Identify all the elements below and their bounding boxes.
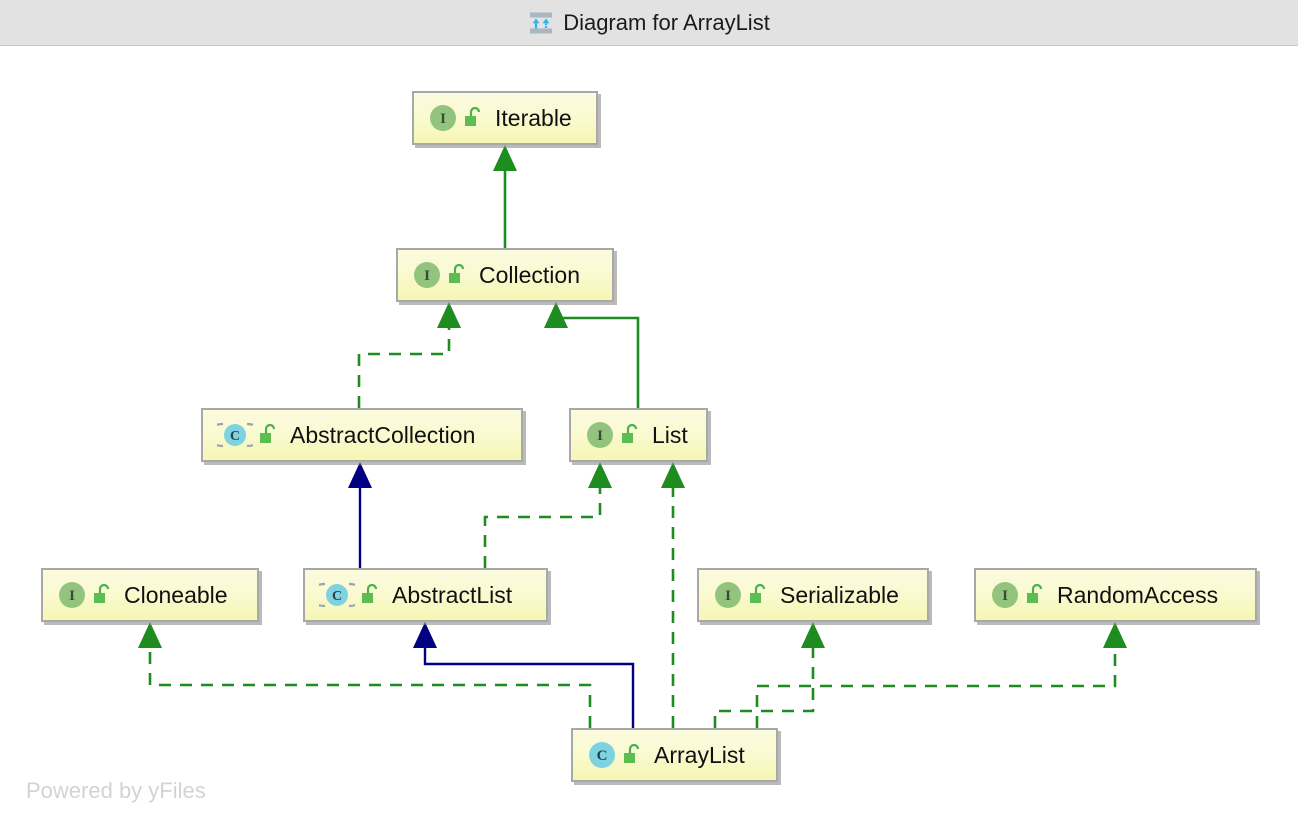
- public-lock-icon: [617, 744, 642, 766]
- public-lock-icon: [743, 584, 768, 606]
- node-cloneable[interactable]: I Cloneable: [41, 568, 259, 622]
- node-icon-group: I: [57, 580, 112, 610]
- uml-diagram-icon: [528, 10, 554, 36]
- edge-list-extends-collection: [544, 302, 640, 408]
- svg-text:I: I: [69, 588, 75, 604]
- public-lock-icon: [458, 107, 483, 129]
- node-arraylist[interactable]: C ArrayList: [571, 728, 778, 782]
- node-abstractlist[interactable]: C AbstractList: [303, 568, 548, 622]
- edge-layer: [138, 145, 1127, 728]
- edge-collection-extends-iterable: [493, 145, 517, 248]
- node-icon-group: I: [990, 580, 1045, 610]
- public-lock-icon: [615, 424, 640, 446]
- node-label: Collection: [479, 261, 580, 288]
- abstract-class-icon: C: [217, 420, 253, 450]
- edge-abstractlist-extends-abstractcollection: [348, 462, 372, 568]
- node-label: AbstractList: [392, 581, 513, 608]
- interface-icon: I: [585, 420, 615, 450]
- edge-abstractlist-implements-list: [483, 462, 612, 568]
- window-title-bar: Diagram for ArrayList: [0, 0, 1298, 46]
- edge-arraylist-implements-cloneable: [138, 622, 592, 728]
- node-serializable[interactable]: I Serializable: [697, 568, 929, 622]
- public-lock-icon: [355, 584, 380, 606]
- title-group: Diagram for ArrayList: [528, 10, 770, 36]
- public-lock-icon: [253, 424, 278, 446]
- yfiles-watermark: Powered by yFiles: [26, 778, 206, 803]
- edge-arraylist-extends-abstractlist: [413, 622, 635, 728]
- interface-icon: I: [990, 580, 1020, 610]
- node-label: RandomAccess: [1057, 581, 1219, 608]
- window-title: Diagram for ArrayList: [563, 9, 770, 35]
- edge-arraylist-implements-randomaccess: [755, 622, 1127, 728]
- edge-abstractcollection-implements-collection: [357, 302, 461, 408]
- diagram-canvas[interactable]: I Iterable I: [0, 46, 1298, 820]
- edge-arraylist-implements-list: [661, 462, 685, 728]
- svg-text:I: I: [725, 588, 731, 604]
- node-collection[interactable]: I Collection: [396, 248, 614, 302]
- svg-text:I: I: [424, 268, 430, 284]
- node-icon-group: I: [585, 420, 640, 450]
- svg-text:C: C: [332, 589, 342, 604]
- interface-icon: I: [57, 580, 87, 610]
- node-randomaccess[interactable]: I RandomAccess: [974, 568, 1257, 622]
- abstract-class-icon: C: [319, 580, 355, 610]
- svg-text:I: I: [597, 428, 603, 444]
- node-abstractcollection[interactable]: C AbstractCollection: [201, 408, 523, 462]
- node-icon-group: I: [412, 260, 467, 290]
- edge-arraylist-implements-serializable: [713, 622, 825, 728]
- node-icon-group: C: [217, 420, 278, 450]
- node-icon-group: C: [319, 580, 380, 610]
- node-label: AbstractCollection: [290, 421, 476, 448]
- public-lock-icon: [87, 584, 112, 606]
- public-lock-icon: [442, 264, 467, 286]
- node-icon-group: I: [428, 103, 483, 133]
- node-icon-group: C: [587, 740, 642, 770]
- node-label: Iterable: [495, 104, 572, 131]
- interface-icon: I: [713, 580, 743, 610]
- svg-text:C: C: [230, 429, 240, 444]
- node-label: Cloneable: [124, 581, 228, 608]
- node-label: Serializable: [780, 581, 899, 608]
- interface-icon: I: [412, 260, 442, 290]
- svg-text:I: I: [440, 111, 446, 127]
- class-icon: C: [587, 740, 617, 770]
- node-label: ArrayList: [654, 741, 745, 768]
- node-icon-group: I: [713, 580, 768, 610]
- interface-icon: I: [428, 103, 458, 133]
- public-lock-icon: [1020, 584, 1045, 606]
- svg-text:C: C: [597, 748, 608, 764]
- node-label: List: [652, 421, 688, 448]
- node-list[interactable]: I List: [569, 408, 708, 462]
- node-iterable[interactable]: I Iterable: [412, 91, 598, 145]
- svg-text:I: I: [1002, 588, 1008, 604]
